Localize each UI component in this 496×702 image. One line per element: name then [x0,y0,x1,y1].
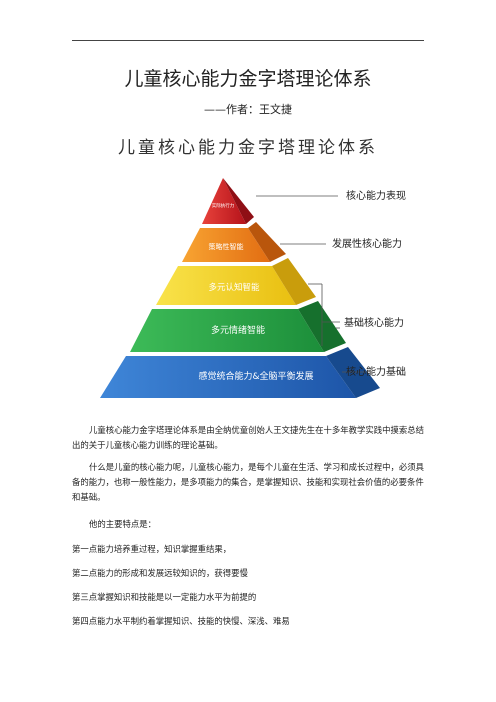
side-label-1: 核心能力表现 [346,189,406,202]
pyramid-level-2 [182,228,270,262]
level-4-label: 多元情绪智能 [211,324,265,336]
point-3: 第三点掌握知识和技能是以一定能力水平为前提的 [72,592,257,602]
point-2: 第二点能力的形成和发展远较知识的，获得要慢 [72,568,248,578]
paragraph-features-lead: 他的主要特点是： [89,519,156,529]
side-label-4: 核心能力基础 [346,365,406,378]
document-title: 儿童核心能力金字塔理论体系 [124,68,372,90]
point-1: 第一点能力培养重过程，知识掌握重结果， [72,544,232,554]
pyramid-level-5-side [326,347,380,398]
paragraph-definition: 什么是儿童的核心能力呢，儿童核心能力，是每个儿童在生活、学习和成长过程中，必须具… [72,462,424,502]
pyramid-level-2-side [248,222,286,262]
pyramid-level-3-side [272,258,316,305]
pyramid-level-1-side [223,178,254,224]
document-author: ——作者：王文捷 [204,103,292,116]
pyramid-level-5 [100,356,356,398]
level-5-label: 感觉统合能力&全脑平衡发展 [198,370,313,382]
level-3-label: 多元认知智能 [208,282,260,293]
level-2-label: 策略性智能 [209,242,244,251]
pyramid-level-4 [130,309,324,352]
level-1-label: 实际执行力 [212,202,235,209]
pyramid-level-1 [202,178,246,224]
header-rule [72,40,424,41]
pyramid-level-3 [156,266,296,305]
side-label-3: 基础核心能力 [344,316,404,329]
paragraph-intro: 儿童核心能力金字塔理论体系是由全纳优童创始人王文捷先生在十多年教学实践中摸索总结… [72,425,424,450]
point-4: 第四点能力水平制约着掌握知识、技能的快慢、深浅、难易 [72,616,290,626]
side-label-2: 发展性核心能力 [332,237,402,250]
figure-title: 儿童核心能力金字塔理论体系 [118,138,378,158]
